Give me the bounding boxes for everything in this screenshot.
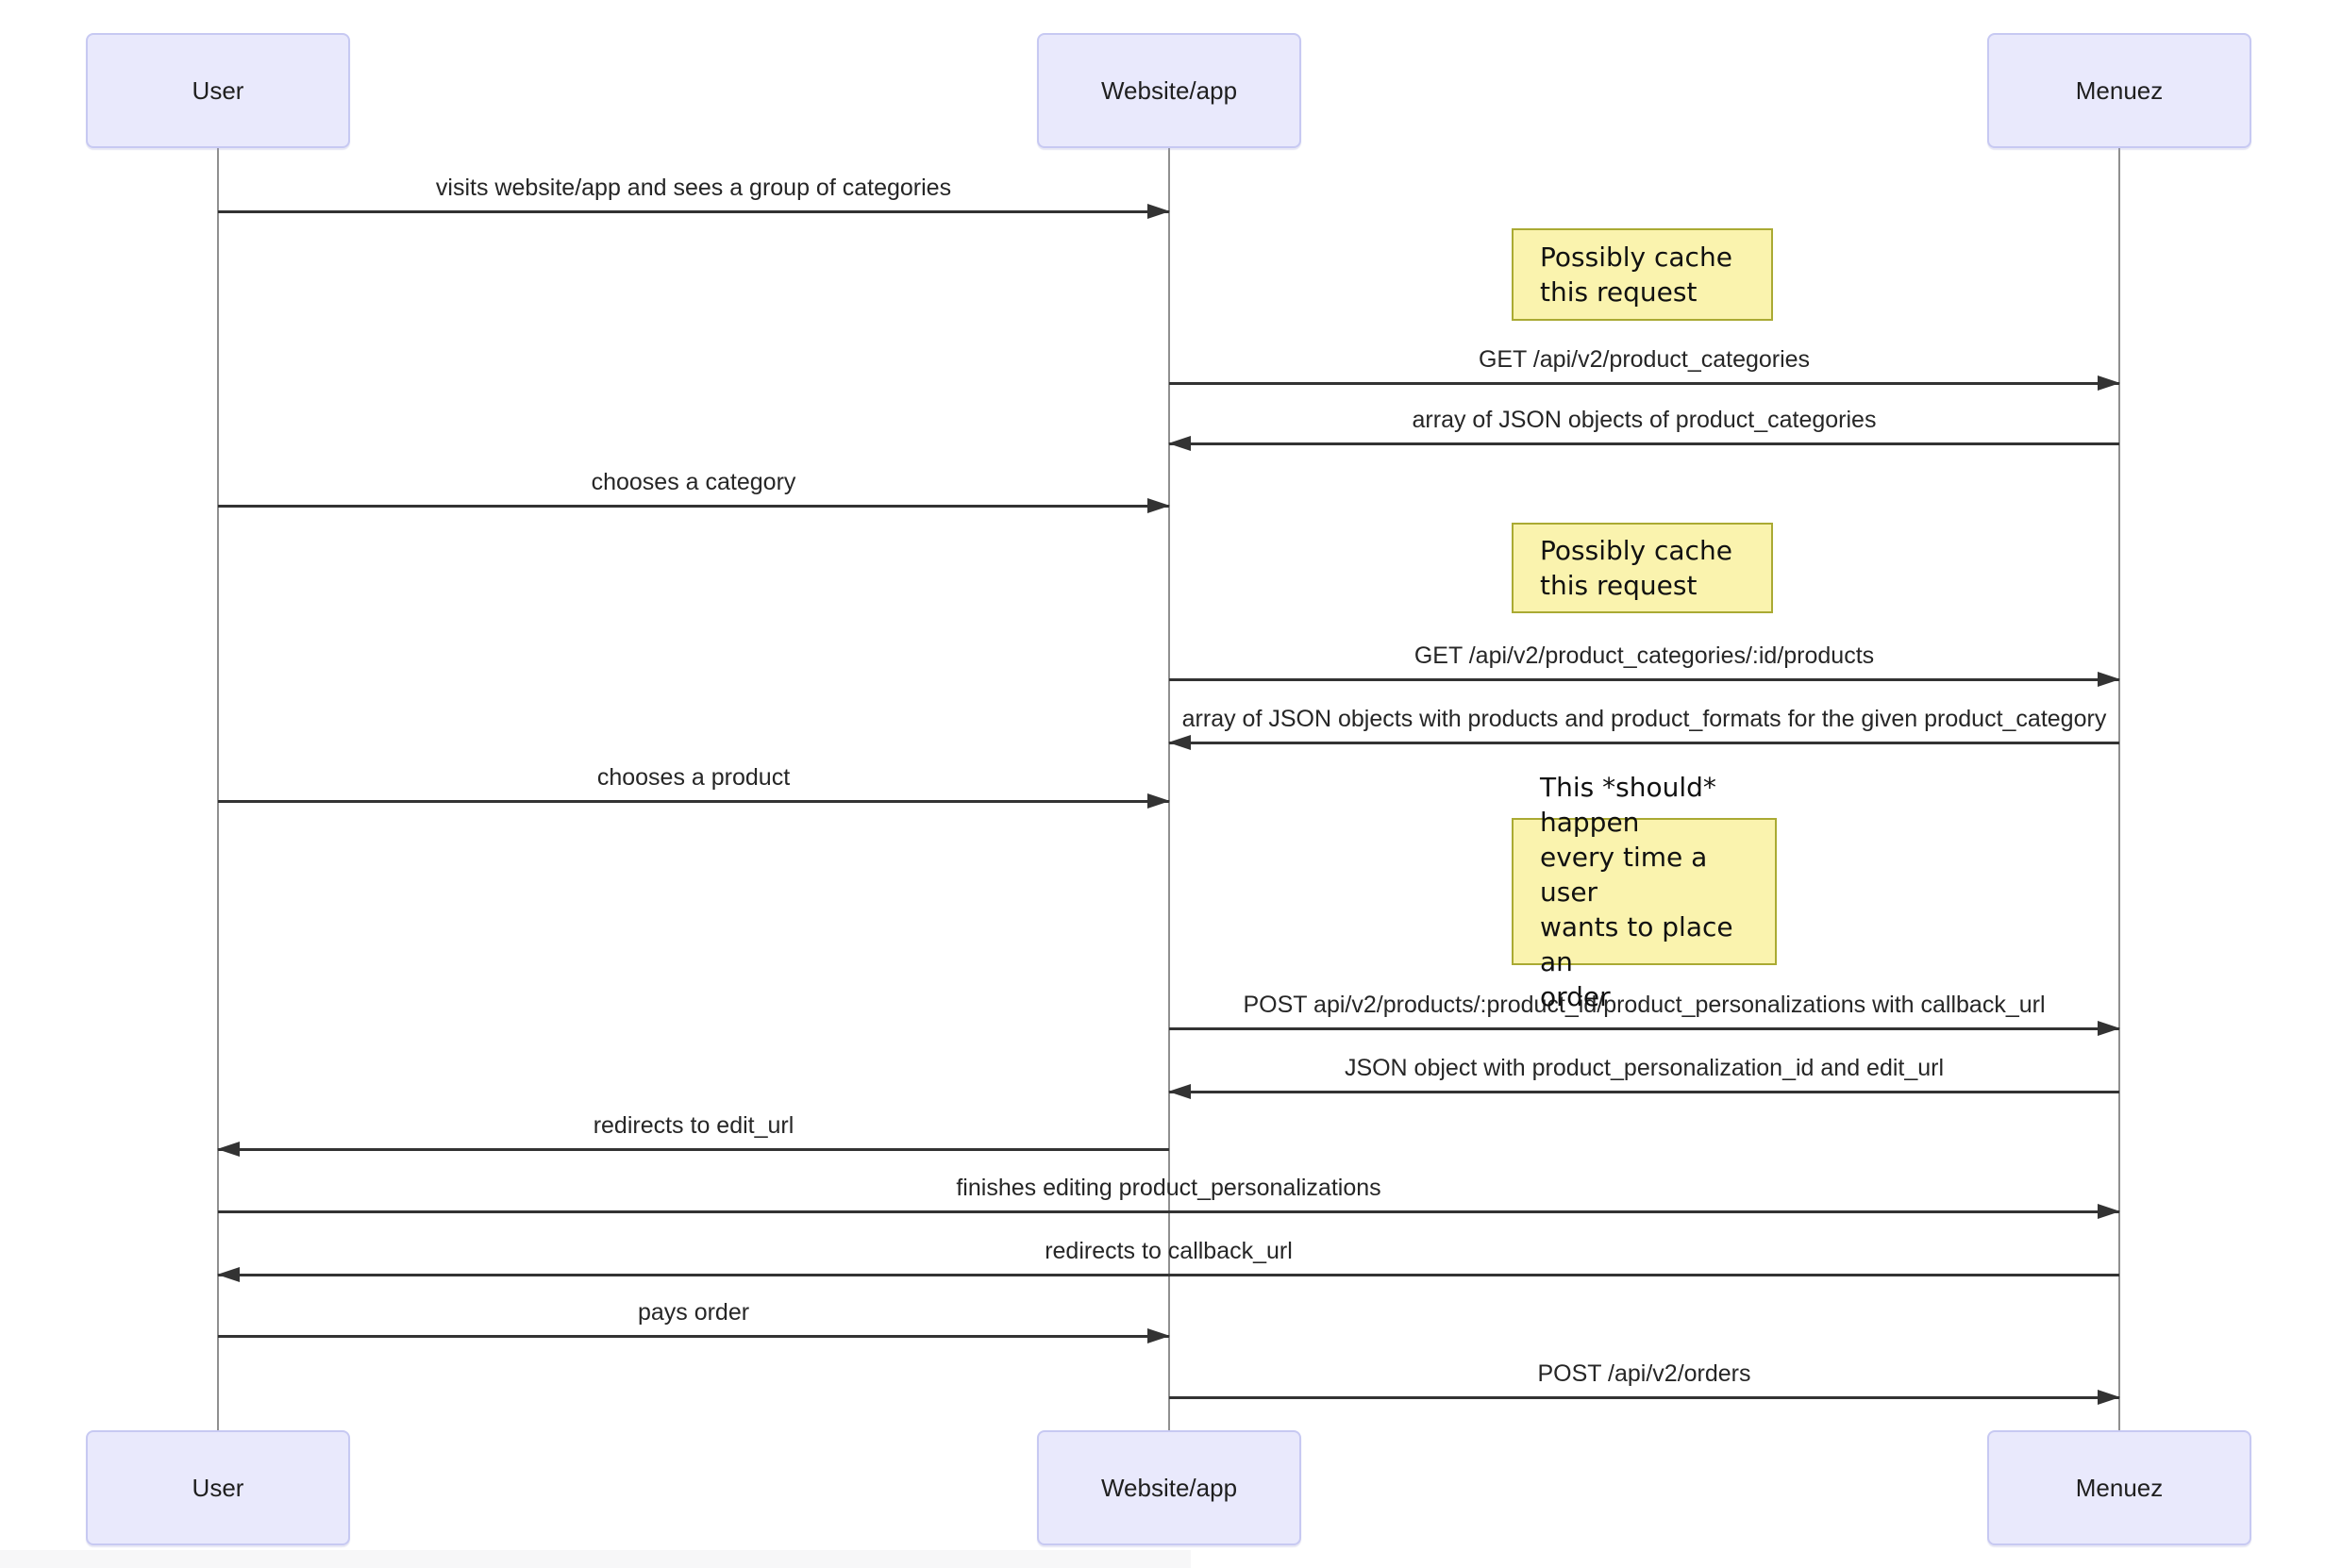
arrowhead-icon <box>2098 1390 2120 1405</box>
actor-label: Menuez <box>2075 1473 2164 1502</box>
page-bottom-shading <box>0 1550 1191 1568</box>
message-arrow-line <box>1169 1091 2119 1093</box>
message-arrow-line <box>218 1210 2119 1213</box>
message-label: chooses a product <box>596 764 791 791</box>
message-arrow-line <box>1169 442 2119 445</box>
note-text: This *should* happen every time a user w… <box>1540 771 1733 1012</box>
message-menuez-to-website: JSON object with product_personalization… <box>1168 1046 2119 1099</box>
message-user-to-website: chooses a product <box>218 756 1170 809</box>
message-label: JSON object with product_personalization… <box>1344 1055 1945 1081</box>
arrowhead-icon <box>1168 735 1191 750</box>
message-user-to-menuez: finishes editing product_personalization… <box>218 1166 2120 1219</box>
lifeline-user <box>217 148 219 1430</box>
message-arrow-line <box>1169 1396 2119 1399</box>
note-3: This *should* happen every time a user w… <box>1512 772 1777 1012</box>
message-user-to-website: visits website/app and sees a group of c… <box>218 166 1170 219</box>
arrowhead-icon <box>1147 793 1170 809</box>
message-label: POST api/v2/products/:product_id/product… <box>1243 992 2046 1018</box>
message-menuez-to-user: redirects to callback_url <box>217 1229 2119 1282</box>
lifeline-website <box>1168 148 1170 1430</box>
note-text: Possibly cache this request <box>1540 242 1732 308</box>
message-label: visits website/app and sees a group of c… <box>435 175 952 201</box>
note-2: Possibly cache this request <box>1512 523 1773 613</box>
arrowhead-icon <box>1147 204 1170 219</box>
message-user-to-website: pays order <box>218 1291 1170 1343</box>
message-user-to-website: chooses a category <box>218 460 1170 513</box>
message-arrow-line <box>1169 742 2119 744</box>
arrowhead-icon <box>2098 375 2120 391</box>
message-arrow-line <box>1169 1027 2119 1030</box>
message-label: GET /api/v2/product_categories/:id/produ… <box>1413 642 1875 669</box>
arrowhead-icon <box>1147 1328 1170 1343</box>
message-arrow-line <box>218 800 1169 803</box>
message-arrow-line <box>1169 382 2119 385</box>
message-website-to-menuez: GET /api/v2/product_categories <box>1169 338 2120 391</box>
message-label: redirects to callback_url <box>1045 1238 1293 1264</box>
arrowhead-icon <box>2098 672 2120 687</box>
message-arrow-line <box>1169 678 2119 681</box>
actor-label: User <box>192 75 244 105</box>
message-label: array of JSON objects of product_categor… <box>1412 407 1877 433</box>
actor-website-bottom: Website/app <box>1037 1430 1301 1545</box>
message-menuez-to-website: array of JSON objects of product_categor… <box>1168 398 2119 451</box>
message-website-to-menuez: GET /api/v2/product_categories/:id/produ… <box>1169 634 2120 687</box>
arrowhead-icon <box>1147 498 1170 513</box>
actor-menuez-bottom: Menuez <box>1987 1430 2251 1545</box>
note-1: Possibly cache this request <box>1512 228 1773 321</box>
note-text: Possibly cache this request <box>1540 535 1732 601</box>
message-label: array of JSON objects with products and … <box>1181 706 2107 732</box>
actor-label: Website/app <box>1100 1473 1238 1502</box>
message-website-to-menuez: POST /api/v2/orders <box>1169 1352 2120 1405</box>
actor-user-bottom: User <box>86 1430 350 1545</box>
actor-label: Website/app <box>1100 75 1238 105</box>
actor-label: Menuez <box>2075 75 2164 105</box>
message-arrow-line <box>218 1148 1169 1151</box>
actor-user-top: User <box>86 33 350 148</box>
actor-label: User <box>192 1473 244 1502</box>
arrowhead-icon <box>1168 1084 1191 1099</box>
message-arrow-line <box>218 505 1169 508</box>
arrowhead-icon <box>2098 1204 2120 1219</box>
message-label: redirects to edit_url <box>593 1112 795 1139</box>
message-label: GET /api/v2/product_categories <box>1478 346 1811 373</box>
message-arrow-line <box>218 1274 2119 1276</box>
message-arrow-line <box>218 210 1169 213</box>
arrowhead-icon <box>2098 1021 2120 1036</box>
arrowhead-icon <box>217 1142 240 1157</box>
message-label: POST /api/v2/orders <box>1537 1360 1751 1387</box>
message-label: chooses a category <box>591 469 796 495</box>
arrowhead-icon <box>217 1267 240 1282</box>
message-label: pays order <box>637 1299 750 1326</box>
message-arrow-line <box>218 1335 1169 1338</box>
lifeline-menuez <box>2118 148 2120 1430</box>
message-website-to-user: redirects to edit_url <box>217 1104 1169 1157</box>
actor-website-top: Website/app <box>1037 33 1301 148</box>
message-label: finishes editing product_personalization… <box>956 1175 1381 1201</box>
message-website-to-menuez: POST api/v2/products/:product_id/product… <box>1169 983 2120 1036</box>
arrowhead-icon <box>1168 436 1191 451</box>
actor-menuez-top: Menuez <box>1987 33 2251 148</box>
message-menuez-to-website: array of JSON objects with products and … <box>1168 697 2119 750</box>
